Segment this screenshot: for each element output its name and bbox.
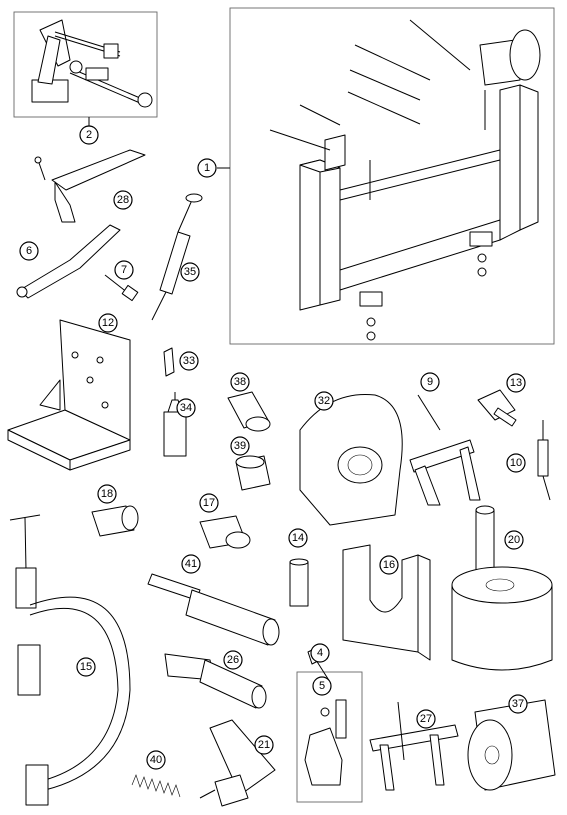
svg-text:1: 1 <box>204 162 210 174</box>
callout-15: 15 <box>76 657 96 677</box>
callout-5: 5 <box>312 676 332 696</box>
item-40-drawing <box>131 774 181 798</box>
callout-13: 13 <box>506 373 526 393</box>
item-13-drawing <box>477 389 517 427</box>
item-17-drawing <box>199 515 251 549</box>
callout-1: 1 <box>197 158 217 178</box>
svg-text:33: 33 <box>183 355 195 367</box>
item-16-drawing <box>342 544 431 661</box>
svg-text:34: 34 <box>180 402 192 414</box>
callout-17: 17 <box>199 493 219 513</box>
item-5-drawing <box>304 699 347 786</box>
svg-text:20: 20 <box>508 534 520 546</box>
callout-38: 38 <box>230 372 250 392</box>
callout-35: 35 <box>180 262 200 282</box>
svg-text:37: 37 <box>512 698 524 710</box>
item-21-drawing <box>199 719 276 807</box>
item-26-drawing <box>164 653 267 709</box>
svg-text:21: 21 <box>258 739 270 751</box>
item-27-drawing <box>369 701 459 791</box>
item-37-drawing <box>467 699 556 791</box>
callout-9: 9 <box>420 372 440 392</box>
svg-text:32: 32 <box>318 395 330 407</box>
callout-20: 20 <box>504 530 524 550</box>
item-32-drawing <box>299 393 403 526</box>
item-33-drawing <box>163 347 175 377</box>
item-39-drawing <box>235 455 271 491</box>
callout-16: 16 <box>379 555 399 575</box>
callout-2: 2 <box>79 125 99 145</box>
callout-41: 41 <box>181 554 201 574</box>
svg-text:35: 35 <box>184 266 196 278</box>
svg-text:27: 27 <box>420 713 432 725</box>
callout-7: 7 <box>114 260 134 280</box>
svg-text:38: 38 <box>234 376 246 388</box>
svg-text:14: 14 <box>292 532 304 544</box>
item-7-drawing <box>104 274 139 302</box>
item-41-drawing <box>147 573 280 646</box>
item-1-frame <box>229 7 555 345</box>
item-38-drawing <box>227 391 271 432</box>
item-10-drawing <box>537 420 551 501</box>
item-12-drawing <box>7 319 131 471</box>
callout-12: 12 <box>98 313 118 333</box>
item-20-drawing <box>451 505 553 671</box>
callout-21: 21 <box>254 735 274 755</box>
svg-text:2: 2 <box>86 129 92 141</box>
item-6-drawing <box>16 224 121 299</box>
item-15-drawing <box>9 514 131 806</box>
svg-text:9: 9 <box>427 376 433 388</box>
item-2-frame <box>13 11 158 118</box>
item-18-drawing <box>91 505 139 537</box>
svg-text:40: 40 <box>150 754 162 766</box>
callout-27: 27 <box>416 709 436 729</box>
svg-text:7: 7 <box>121 264 127 276</box>
callout-37: 37 <box>508 694 528 714</box>
svg-text:12: 12 <box>102 317 114 329</box>
item-1-drawing <box>269 19 541 341</box>
callout-14: 14 <box>288 528 308 548</box>
callout-leaders <box>88 117 230 169</box>
item-9-drawing <box>409 394 481 506</box>
callout-33: 33 <box>179 351 199 371</box>
svg-text:28: 28 <box>117 194 129 206</box>
callout-34: 34 <box>176 398 196 418</box>
callout-26: 26 <box>223 650 243 670</box>
svg-text:15: 15 <box>80 661 92 673</box>
svg-text:5: 5 <box>319 680 325 692</box>
callout-39: 39 <box>230 436 250 456</box>
callout-32: 32 <box>314 391 334 411</box>
svg-text:39: 39 <box>234 440 246 452</box>
item-2-drawing <box>31 19 153 108</box>
svg-text:26: 26 <box>227 654 239 666</box>
item-35-drawing <box>151 193 203 321</box>
item-14-drawing <box>289 558 309 607</box>
svg-text:6: 6 <box>26 245 32 257</box>
callout-4: 4 <box>310 643 330 663</box>
callout-18: 18 <box>97 484 117 504</box>
svg-text:18: 18 <box>101 488 113 500</box>
svg-text:10: 10 <box>510 457 522 469</box>
svg-text:17: 17 <box>203 497 215 509</box>
item-5-frame <box>296 671 363 803</box>
svg-text:13: 13 <box>510 377 522 389</box>
callout-40: 40 <box>146 750 166 770</box>
svg-text:16: 16 <box>383 559 395 571</box>
callout-10: 10 <box>506 453 526 473</box>
item-28-drawing <box>34 149 146 223</box>
callout-28: 28 <box>113 190 133 210</box>
callout-6: 6 <box>19 241 39 261</box>
svg-text:41: 41 <box>185 558 197 570</box>
svg-text:4: 4 <box>317 647 323 659</box>
